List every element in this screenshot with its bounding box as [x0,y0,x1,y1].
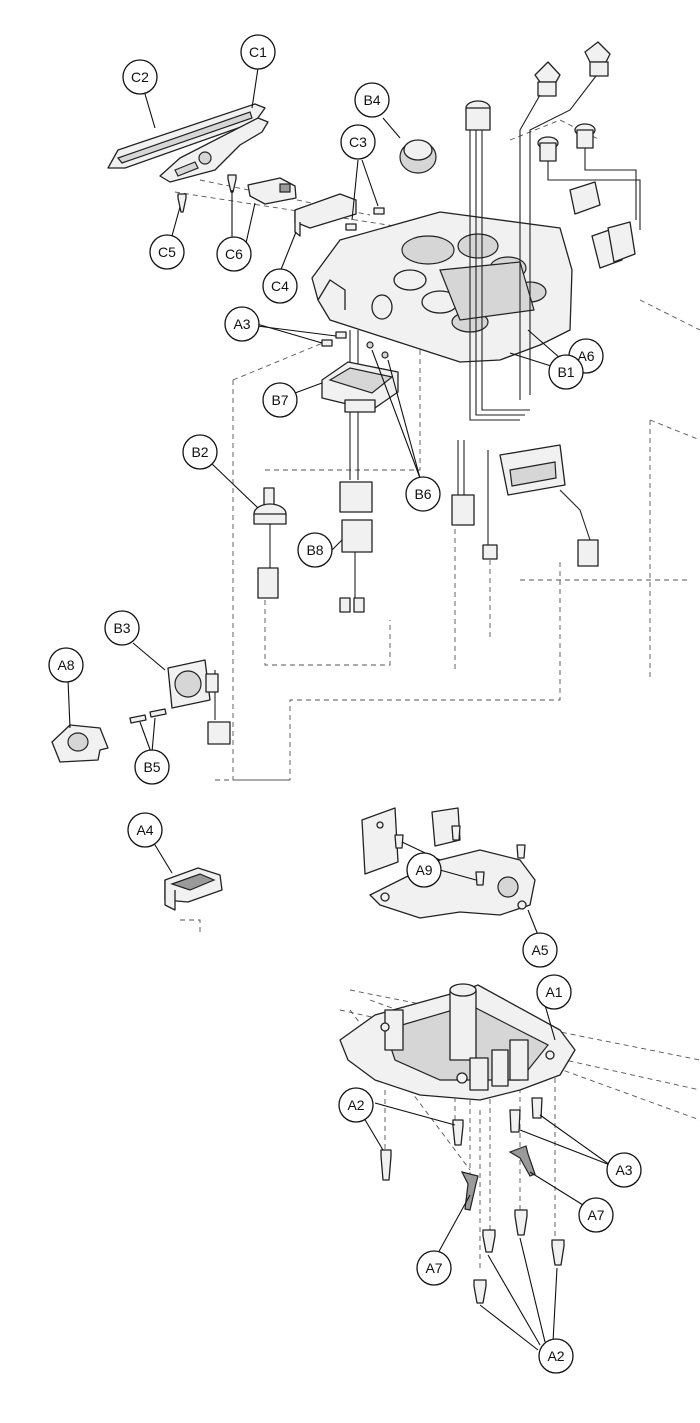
callout-b6: B6 [405,476,441,512]
svg-text:B5: B5 [143,759,160,775]
callout-c1: C1 [240,34,276,70]
part-a5-bracket [361,807,536,919]
svg-text:A9: A9 [415,862,432,878]
svg-text:C6: C6 [225,246,243,262]
part-a8-cap [51,724,109,763]
callout-a1: A1 [536,974,572,1010]
part-main-connector [451,444,599,567]
svg-text:B7: B7 [271,392,288,408]
callout-a8: A8 [48,647,84,683]
part-b3-socket [167,659,231,745]
callout-c6: C6 [216,236,252,272]
callout-b4: B4 [354,82,390,118]
callout-b7: B7 [262,382,298,418]
callout-b8: B8 [297,532,333,568]
svg-text:A8: A8 [57,657,74,673]
svg-text:C2: C2 [131,69,149,85]
part-a2-screws [380,1119,565,1304]
part-b8-module [339,481,373,613]
part-a4-grommet [164,867,223,911]
svg-text:B8: B8 [306,542,323,558]
svg-text:A7: A7 [587,1207,604,1223]
part-c5-screw-2 [227,174,237,193]
callout-c5: C5 [149,234,185,270]
part-b7-speaker [321,361,399,413]
callout-a2-bottom: A2 [538,1338,574,1374]
callout-b1: B1 [548,354,584,390]
part-a3-screws [321,331,543,1133]
part-b4-knob [399,139,437,174]
svg-text:B2: B2 [191,444,208,460]
part-c3-screws [345,207,385,231]
callout-b2: B2 [182,434,218,470]
callout-a3-top: A3 [224,306,260,342]
part-toggle-switches [465,41,636,269]
part-a1-base-tray [339,983,576,1101]
part-b5-screws [129,708,167,724]
callout-a3-bottom: A3 [606,1152,642,1188]
svg-text:A2: A2 [547,1348,564,1364]
svg-text:C3: C3 [349,134,367,150]
callout-a9: A9 [406,852,442,888]
svg-text:A5: A5 [531,942,548,958]
part-a7-screws [460,1145,536,1211]
svg-text:A1: A1 [545,984,562,1000]
part-a9-screws [394,825,526,886]
svg-text:A7: A7 [425,1260,442,1276]
svg-text:B4: B4 [363,92,380,108]
svg-text:B3: B3 [113,620,130,636]
svg-text:B6: B6 [414,486,431,502]
leader-lines [67,67,611,1351]
svg-text:C4: C4 [271,278,289,294]
callout-b5: B5 [134,749,170,785]
callout-c2: C2 [122,59,158,95]
svg-text:A6: A6 [577,348,594,364]
callout-a2-left: A2 [338,1087,374,1123]
part-c1-key-housing [159,117,269,183]
part-b1-console-housing [311,211,573,363]
part-c6-key-switch [247,177,297,205]
callout-b3: B3 [104,610,140,646]
part-b2-potentiometer [253,487,287,599]
part-c4-key-block [294,193,357,237]
callout-c3: C3 [340,124,376,160]
callout-a5: A5 [522,932,558,968]
svg-text:A2: A2 [347,1097,364,1113]
svg-text:A3: A3 [615,1162,632,1178]
svg-text:C5: C5 [158,244,176,260]
svg-text:C1: C1 [249,44,267,60]
part-c5-screw [177,193,187,213]
callout-a7-left: A7 [416,1250,452,1286]
svg-text:B1: B1 [557,364,574,380]
svg-text:A3: A3 [233,316,250,332]
callout-c4: C4 [262,268,298,304]
part-c2-cover-trim [107,103,266,169]
callout-a7-right: A7 [578,1197,614,1233]
svg-text:A4: A4 [136,822,153,838]
callout-a4: A4 [127,812,163,848]
